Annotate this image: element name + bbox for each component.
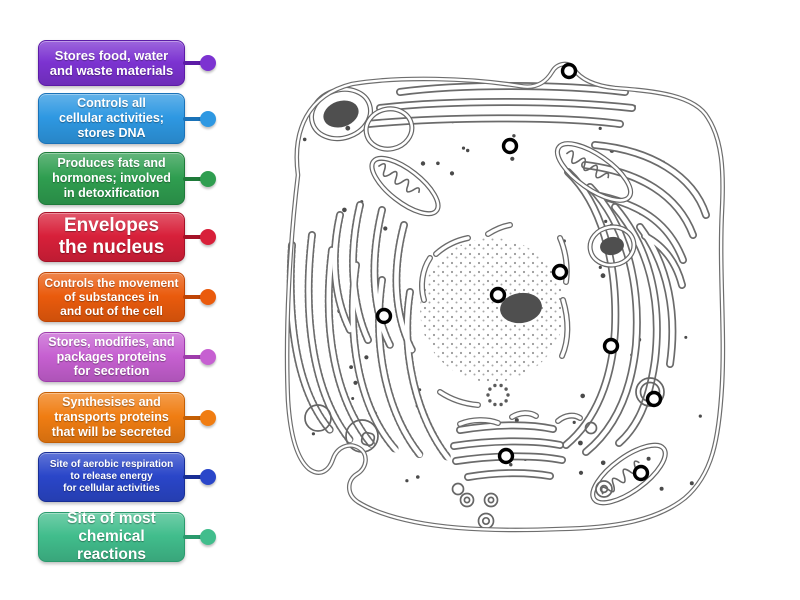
label-text: Synthesises and transports proteins that… [51, 395, 172, 439]
target-point-9[interactable] [632, 464, 650, 482]
label-card-8[interactable]: Site of aerobic respiration to release e… [38, 452, 185, 502]
label-text: Envelopes the nucleus [58, 214, 165, 258]
label-card-2[interactable]: Controls all cellular activities; stores… [38, 93, 185, 144]
label-card-3[interactable]: Produces fats and hormones; involved in … [38, 152, 185, 205]
target-point-5[interactable] [375, 307, 393, 325]
dark-vesicle [587, 224, 637, 268]
mitochondrion [369, 155, 441, 217]
target-point-4[interactable] [489, 286, 507, 304]
nucleus [420, 238, 564, 382]
target-point-6[interactable] [602, 337, 620, 355]
label-text: Site of aerobic respiration to release e… [49, 459, 174, 494]
label-text: Site of most chemical reactions [67, 509, 156, 564]
target-point-1[interactable] [560, 62, 578, 80]
label-card-7[interactable]: Synthesises and transports proteins that… [38, 392, 185, 443]
target-point-8[interactable] [497, 447, 515, 465]
label-text: Controls all cellular activities; stores… [59, 96, 164, 140]
label-card-5[interactable]: Controls the movement of substances in a… [38, 272, 185, 322]
vesicles [304, 377, 665, 530]
vacuole [363, 106, 415, 152]
label-text: Stores food, water and waste materials [49, 47, 174, 78]
label-card-9[interactable]: Site of most chemical reactions [38, 509, 185, 564]
label-text: Controls the movement of substances in a… [44, 275, 179, 319]
target-point-2[interactable] [501, 137, 519, 155]
cell-line-art [287, 64, 723, 530]
target-point-7[interactable] [645, 390, 663, 408]
target-point-3[interactable] [551, 263, 569, 281]
mitochondrion [554, 141, 634, 203]
mitochondrion [590, 442, 668, 506]
label-card-6[interactable]: Stores, modifies, and packages proteins … [38, 332, 185, 382]
label-text: Stores, modifies, and packages proteins … [48, 334, 175, 379]
label-text: Produces fats and hormones; involved in … [52, 156, 171, 200]
answer-markers [375, 62, 663, 482]
nucleolus [500, 292, 542, 324]
label-card-4[interactable]: Envelopes the nucleus [38, 212, 185, 262]
centriole [486, 383, 510, 407]
label-card-1[interactable]: Stores food, water and waste materials [38, 40, 185, 86]
